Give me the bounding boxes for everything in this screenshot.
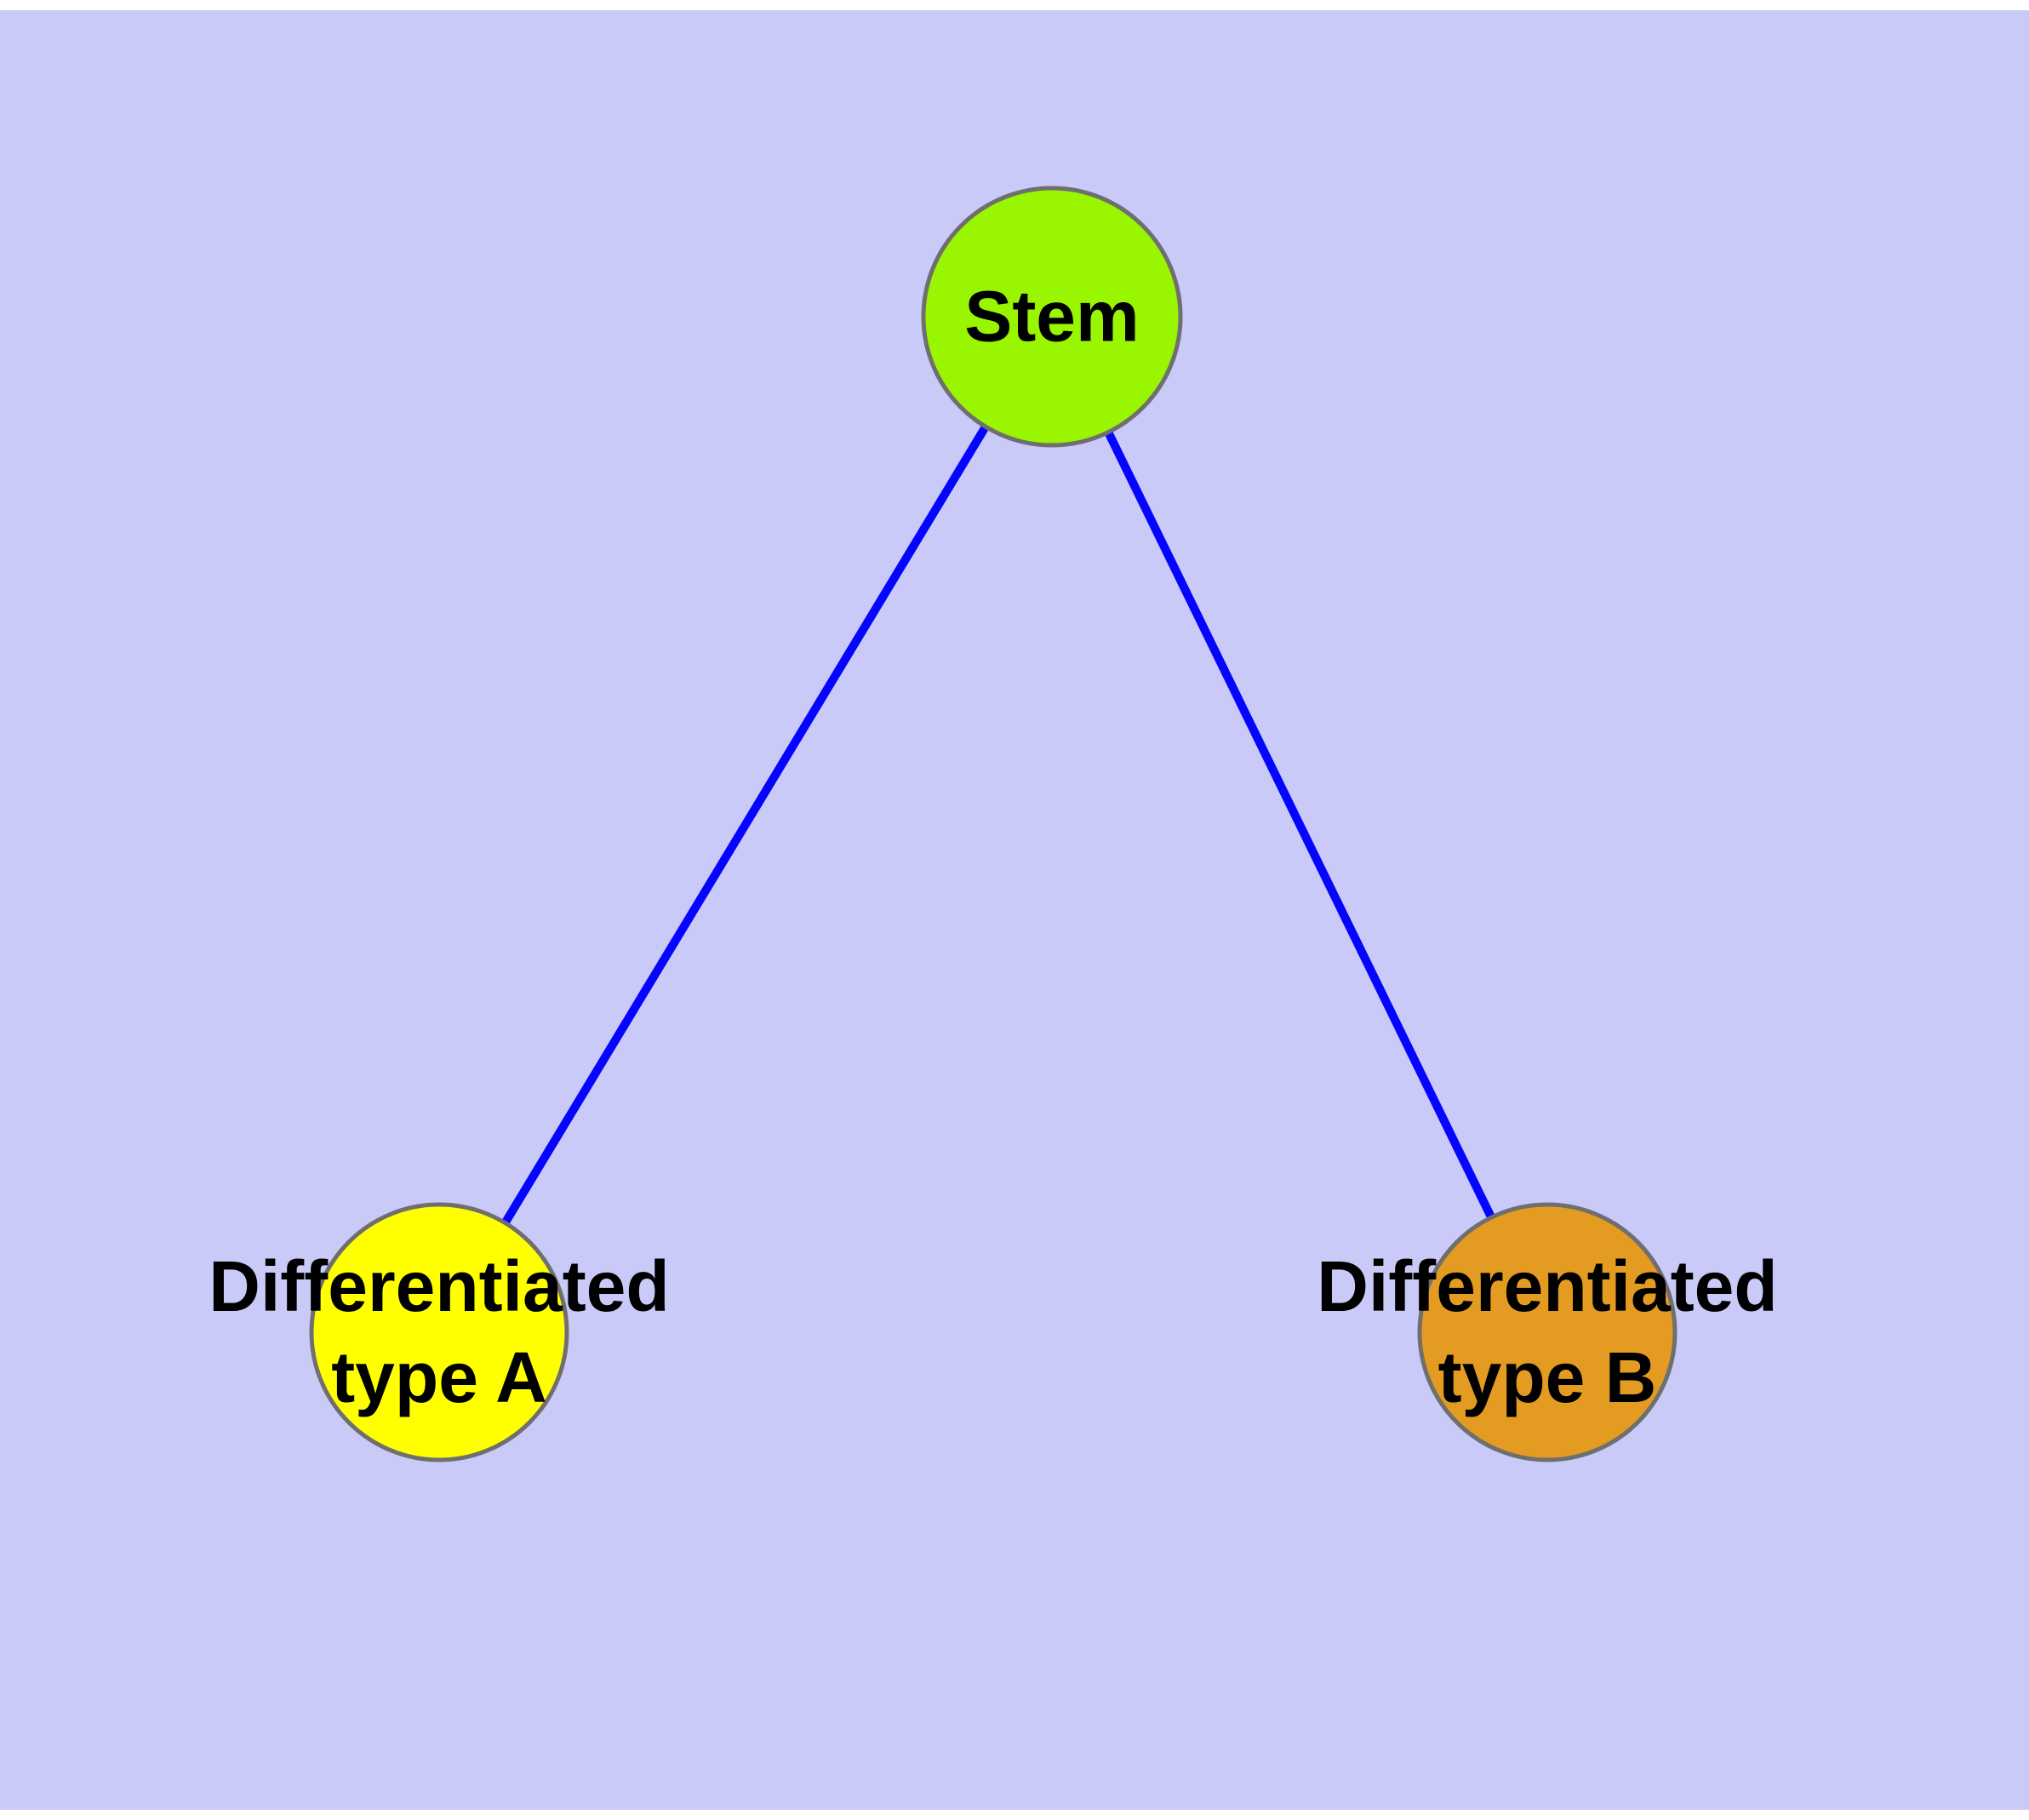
graph-svg [309,186,1677,1462]
node-type-a-circle[interactable] [309,1202,569,1462]
edge-stem-to-type-a [435,314,1056,1335]
node-type-b-circle[interactable] [1417,1202,1677,1462]
diagram-canvas: Stem Differentiated type A Differentiate… [0,10,2029,1810]
node-stem-circle[interactable] [921,186,1183,448]
edge-stem-to-type-b [1048,314,1552,1335]
